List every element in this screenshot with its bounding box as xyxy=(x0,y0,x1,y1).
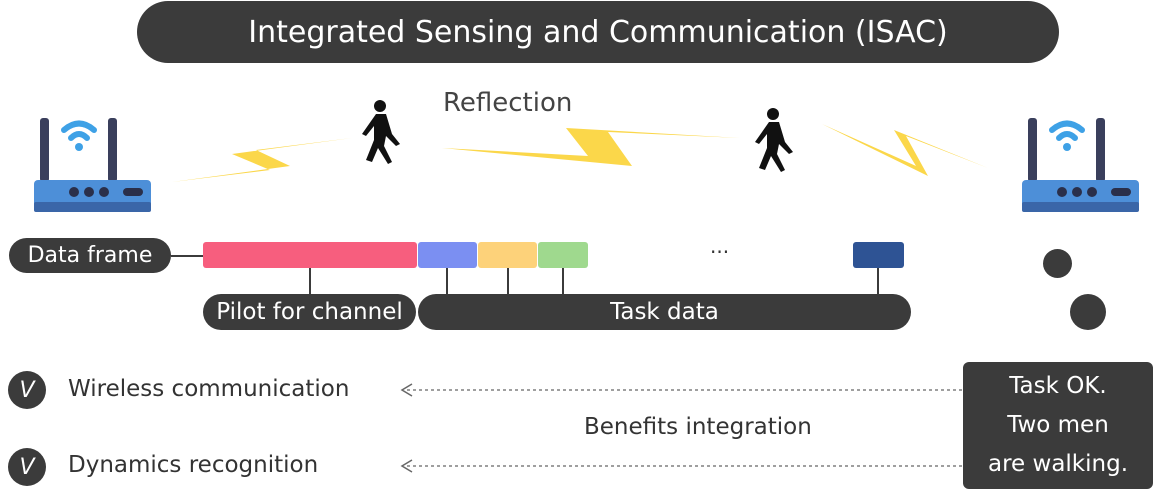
router-icon xyxy=(1022,118,1139,212)
benefit-dynamics-recognition: Dynamics recognition xyxy=(68,452,319,478)
walking-person-icon xyxy=(362,100,400,164)
task-data-label: Task data xyxy=(418,294,911,330)
task-segment-1 xyxy=(418,242,477,268)
diagram-title: Integrated Sensing and Communication (IS… xyxy=(137,1,1059,63)
result-line: Two men xyxy=(1007,412,1109,438)
result-box: Task OK. Two men are walking. xyxy=(963,362,1153,489)
task-segment-n xyxy=(853,242,904,268)
ellipsis: ... xyxy=(710,234,730,258)
reflection-label: Reflection xyxy=(443,88,573,118)
benefit-wireless-communication: Wireless communication xyxy=(68,376,350,402)
result-line: Task OK. xyxy=(1009,373,1107,399)
pilot-label: Pilot for channel xyxy=(203,294,416,330)
result-line: are walking. xyxy=(988,451,1128,477)
task-segment-2 xyxy=(478,242,537,268)
check-icon: V xyxy=(8,371,46,409)
continuation-dot xyxy=(1070,294,1106,330)
router-icon xyxy=(34,118,151,212)
pilot-segment xyxy=(203,242,417,268)
benefits-integration-label: Benefits integration xyxy=(584,414,812,440)
data-frame-label: Data frame xyxy=(9,238,171,273)
walking-person-icon xyxy=(755,108,793,172)
lightning-signal-icon xyxy=(442,128,740,166)
task-segment-3 xyxy=(538,242,588,268)
lightning-signal-icon xyxy=(822,124,988,176)
lightning-signal-icon xyxy=(172,138,352,182)
check-icon: V xyxy=(8,448,46,486)
continuation-dot xyxy=(1043,249,1072,278)
